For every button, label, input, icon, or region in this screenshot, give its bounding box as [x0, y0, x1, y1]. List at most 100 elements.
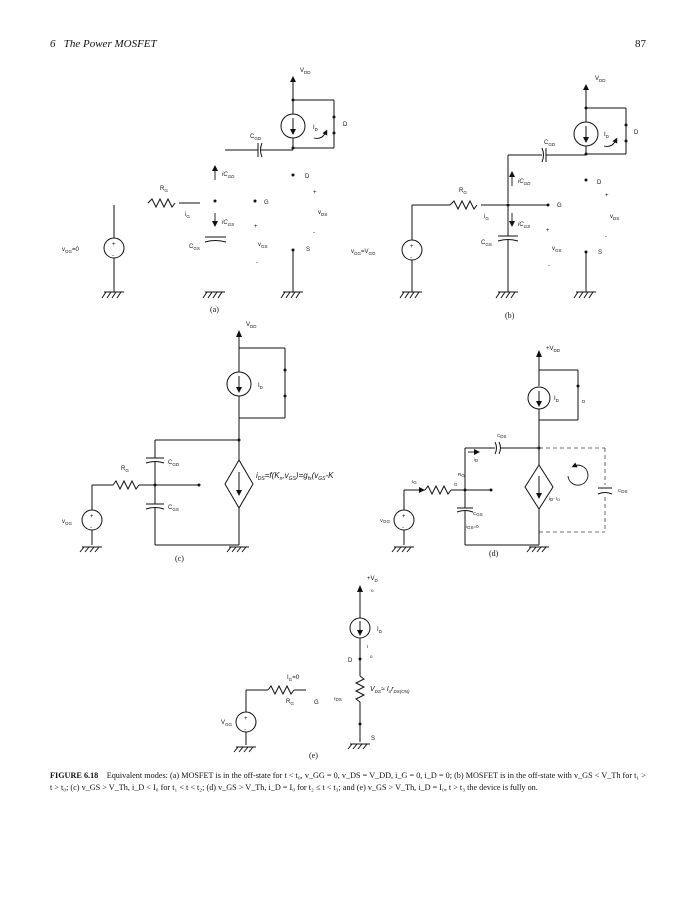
panel-b-label: (b) — [505, 311, 515, 320]
svg-text:iD- Io: iD- Io — [549, 496, 560, 502]
svg-text:rDS: rDS — [334, 696, 342, 702]
svg-text:IG=0: IG=0 — [287, 675, 300, 682]
svg-text:VDS≈ IorDS(ON): VDS≈ IorDS(ON) — [370, 686, 410, 694]
page-number: 87 — [635, 38, 646, 50]
svg-text:+: + — [90, 514, 94, 520]
svg-text:G: G — [264, 200, 269, 206]
figure-caption: FIGURE 6.18 Equivalent modes: (a) MOSFET… — [50, 770, 646, 794]
svg-text:ID: ID — [377, 627, 383, 634]
svg-text:vGS: vGS — [552, 246, 562, 253]
svg-text:iD: iD — [474, 457, 479, 463]
svg-text:-: - — [605, 234, 607, 240]
svg-text:-: - — [244, 727, 246, 733]
svg-text:S: S — [371, 736, 375, 742]
svg-text:vGG=VGG: vGG=VGG — [351, 249, 376, 256]
running-head: 6 The Power MOSFET — [50, 38, 157, 50]
svg-text:CGS: CGS — [481, 240, 492, 247]
svg-text:o: o — [370, 654, 373, 659]
svg-text:iCGD: iCGD — [222, 172, 235, 179]
gate-resistor — [147, 197, 176, 209]
svg-text:D: D — [582, 399, 586, 404]
svg-text:RG: RG — [121, 466, 129, 473]
svg-text:+: + — [410, 244, 414, 250]
svg-text:-: - — [112, 253, 114, 259]
svg-text:I: I — [367, 644, 368, 649]
svg-text:iCGS: iCGS — [222, 220, 234, 227]
rdson-resistor — [354, 675, 366, 703]
svg-text:CDS: CDS — [618, 488, 628, 494]
svg-text:iCGD: iCGD — [518, 179, 531, 186]
svg-text:vDS: vDS — [610, 214, 619, 221]
svg-text:+VD: +VD — [367, 576, 379, 583]
svg-text:G: G — [314, 700, 319, 706]
svg-text:+: + — [254, 224, 258, 230]
svg-text:o: o — [371, 588, 374, 593]
panel-e-circuit: +VD o ID I o D VDS≈ IorDS(ON) rDS S IG=0… — [221, 576, 410, 760]
panel-a-label: (a) — [210, 305, 219, 314]
panel-c-circuit: VDD ID CGD iDS=f(Kn,vGS)=gfs(vGS-K RG — [62, 322, 334, 563]
svg-text:-: - — [402, 525, 404, 531]
panel-d-label: (d) — [489, 549, 499, 558]
svg-text:+VDD: +VDD — [546, 346, 561, 353]
svg-text:D: D — [597, 180, 602, 186]
svg-text:+: + — [402, 514, 406, 520]
svg-text:D: D — [634, 130, 639, 136]
panel-a-circuit: VDD ID D CGD iCGD D + vDS - RG — [62, 68, 348, 314]
svg-text:S: S — [598, 250, 602, 256]
svg-text:ID: ID — [313, 125, 319, 132]
caption-text: Equivalent modes: (a) MOSFET is in the o… — [50, 771, 647, 792]
panel-b-circuit: VDD ID D CGD iCGD D + vDS - RG — [351, 76, 639, 320]
svg-text:iGS=0: iGS=0 — [466, 524, 479, 530]
svg-text:RG: RG — [458, 472, 465, 478]
vdd-label: VDD — [300, 68, 311, 75]
svg-text:vGG: vGG — [62, 519, 73, 526]
svg-text:RG: RG — [459, 188, 467, 195]
svg-text:+: + — [112, 242, 116, 248]
svg-text:G: G — [557, 203, 562, 209]
svg-text:vGG=0: vGG=0 — [62, 247, 80, 254]
svg-text:ID: ID — [258, 383, 264, 390]
svg-text:VDD: VDD — [246, 322, 257, 329]
svg-text:-: - — [313, 230, 315, 236]
svg-text:CGS: CGS — [189, 244, 200, 251]
svg-text:+: + — [605, 193, 609, 199]
svg-text:CGD: CGD — [168, 460, 180, 467]
svg-text:CGD: CGD — [544, 140, 556, 147]
svg-text:+: + — [546, 228, 550, 234]
svg-text:-: - — [548, 263, 550, 269]
svg-text:ID: ID — [604, 132, 610, 139]
svg-text:CDS: CDS — [497, 433, 507, 439]
svg-text:+: + — [313, 190, 317, 196]
svg-text:D: D — [305, 174, 310, 180]
svg-text:CGS: CGS — [473, 511, 483, 517]
chapter-title: The Power MOSFET — [63, 38, 157, 50]
page-header: 6 The Power MOSFET 87 — [50, 38, 646, 54]
panel-e-label: (e) — [309, 751, 318, 760]
svg-text:CGD: CGD — [250, 134, 262, 141]
panel-d-circuit: +VDD ID D CDS iD CDS — [380, 346, 628, 558]
svg-text:-: - — [90, 525, 92, 531]
svg-text:D: D — [343, 122, 348, 128]
svg-text:CGS: CGS — [168, 505, 179, 512]
svg-text:RG: RG — [286, 699, 294, 706]
svg-text:VGG: VGG — [221, 720, 233, 727]
svg-text:iDS=f(Kn,vGS)=gfs(vGS-K: iDS=f(Kn,vGS)=gfs(vGS-K — [256, 471, 334, 482]
svg-text:VGG: VGG — [380, 518, 391, 524]
svg-text:RG: RG — [160, 186, 168, 193]
svg-text:ID: ID — [554, 396, 560, 403]
gate-source — [103, 237, 125, 259]
panel-c-label: (c) — [175, 554, 184, 563]
svg-text:vGS: vGS — [258, 242, 268, 249]
svg-text:+: + — [244, 716, 248, 722]
svg-text:D: D — [348, 658, 353, 664]
svg-text:iG: iG — [484, 214, 489, 221]
svg-text:vDS: vDS — [318, 210, 327, 217]
svg-text:G: G — [454, 482, 458, 487]
svg-text:S: S — [306, 247, 310, 253]
chapter-number: 6 — [50, 38, 56, 50]
svg-text:iG: iG — [185, 212, 190, 219]
svg-text:IG: IG — [412, 479, 417, 485]
svg-text:iCGS: iCGS — [518, 222, 530, 229]
svg-text:-: - — [410, 255, 412, 261]
